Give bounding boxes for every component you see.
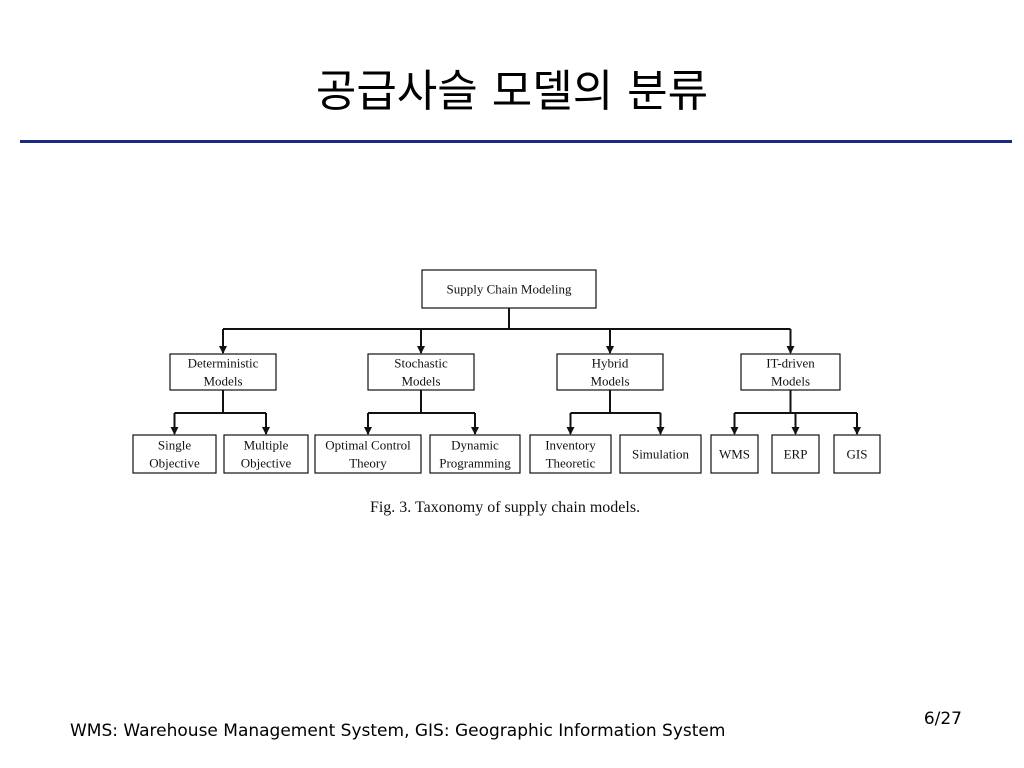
footnote: WMS: Warehouse Management System, GIS: G…	[70, 721, 726, 741]
node-it-driven-models-label: Models	[771, 374, 810, 389]
diagram-nodes: Supply Chain ModelingDeterministicModels…	[132, 269, 881, 474]
slide-title: 공급사슬 모델의 분류	[315, 66, 709, 117]
node-multiple-objective-box	[223, 434, 309, 474]
node-stochastic-models-box	[367, 353, 475, 391]
title-divider	[20, 140, 1012, 143]
node-deterministic-models-label: Models	[204, 374, 243, 389]
node-simulation-box	[619, 434, 702, 474]
page-number: 6/27	[923, 709, 962, 729]
node-hybrid-models-label: Models	[591, 374, 630, 389]
node-dynamic-programming-label: Programming	[439, 456, 511, 471]
node-optimal-control-theory-label: Optimal Control	[325, 438, 411, 453]
node-erp-box	[771, 434, 820, 474]
node-hybrid-models-box	[556, 353, 664, 391]
figure-caption: Fig. 3. Taxonomy of supply chain models.	[370, 499, 640, 516]
node-erp-label: ERP	[784, 447, 808, 462]
node-wms: WMS	[710, 434, 759, 474]
connector-lines	[170, 308, 861, 435]
node-gis-label: GIS	[847, 447, 868, 462]
node-single-objective-box	[132, 434, 217, 474]
node-inventory-theoretic-box	[529, 434, 612, 474]
node-it-driven-models-label: IT-driven	[766, 356, 815, 371]
node-stochastic-models-label: Models	[402, 374, 441, 389]
node-stochastic-models-label: Stochastic	[394, 356, 448, 371]
node-supply-chain-modeling: Supply Chain Modeling	[421, 269, 597, 309]
node-hybrid-models-label: Hybrid	[592, 356, 629, 371]
node-erp: ERP	[771, 434, 820, 474]
node-it-driven-models-box	[740, 353, 841, 391]
node-multiple-objective-label: Objective	[241, 456, 292, 471]
node-multiple-objective-label: Multiple	[244, 438, 289, 453]
node-inventory-theoretic-label: Theoretic	[546, 456, 596, 471]
node-simulation: Simulation	[619, 434, 702, 474]
node-dynamic-programming-box	[429, 434, 521, 474]
node-optimal-control-theory-box	[314, 434, 422, 474]
node-deterministic-models-label: Deterministic	[188, 356, 259, 371]
node-inventory-theoretic-label: Inventory	[545, 438, 596, 453]
node-single-objective-label: Single	[158, 438, 191, 453]
node-simulation-label: Simulation	[632, 447, 690, 462]
node-single-objective-label: Objective	[149, 456, 200, 471]
node-wms-label: WMS	[719, 447, 750, 462]
node-optimal-control-theory-label: Theory	[349, 456, 387, 471]
node-gis: GIS	[833, 434, 881, 474]
node-supply-chain-modeling-label: Supply Chain Modeling	[447, 282, 572, 297]
node-wms-box	[710, 434, 759, 474]
node-gis-box	[833, 434, 881, 474]
node-dynamic-programming-label: Dynamic	[451, 438, 499, 453]
node-supply-chain-modeling-box	[421, 269, 597, 309]
node-deterministic-models-box	[169, 353, 277, 391]
